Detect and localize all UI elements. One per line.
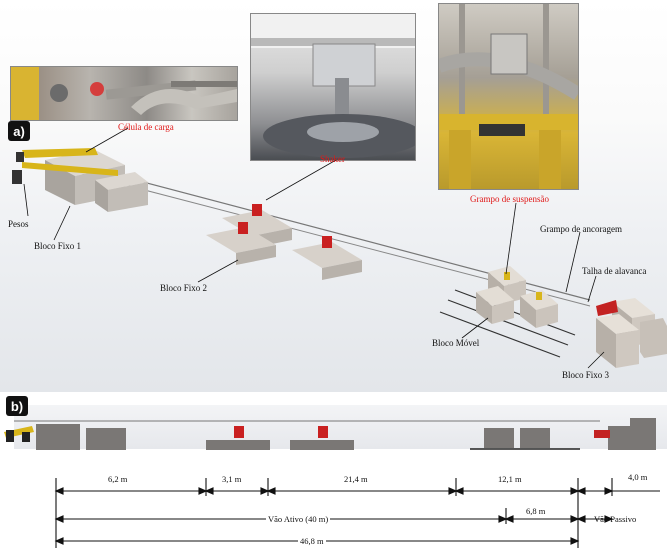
label-grampo-suspensao: Grampo de suspensão [470,194,549,204]
label-bloco-fixo-3: Bloco Fixo 3 [562,370,610,380]
bloco-fixo-1 [12,148,148,212]
dim-vao-ativo: Vão Ativo (40 m) [266,514,331,524]
photo-shaker [250,13,416,161]
photo-suspension-clamp [438,3,579,190]
label-talha-de-alavanca: Talha de alavanca [582,266,647,276]
dim-6-8: 6,8 m [526,506,546,516]
label-grampo-ancoragem: Grampo de ancoragem [540,224,622,234]
dimension-lines [54,478,660,548]
bloco-movel [476,266,558,328]
label-celula-de-carga: Célula de carga [118,122,174,132]
label-pesos: Pesos [8,219,29,229]
dim-3-1: 3,1 m [222,474,242,484]
label-shaker: Shaker [320,154,345,164]
dim-6-2: 6,2 m [108,474,128,484]
bloco-fixo-2 [206,204,362,280]
panel-b-tag: b) [6,396,28,416]
dim-4-0: 4,0 m [628,472,648,482]
label-bloco-movel: Bloco Móvel [432,338,480,348]
dim-vao-passivo: Vão Passivo [594,514,637,524]
panel-a-tag: a) [8,121,30,141]
photo-load-cell [10,66,238,121]
label-bloco-fixo-2: Bloco Fixo 2 [160,283,208,293]
label-bloco-fixo-1: Bloco Fixo 1 [34,241,82,251]
dim-21-4: 21,4 m [344,474,368,484]
dim-total: 46,8 m [298,536,326,546]
dim-12-1: 12,1 m [498,474,522,484]
side-view-elements [4,418,656,450]
bloco-fixo-3 [596,298,667,368]
